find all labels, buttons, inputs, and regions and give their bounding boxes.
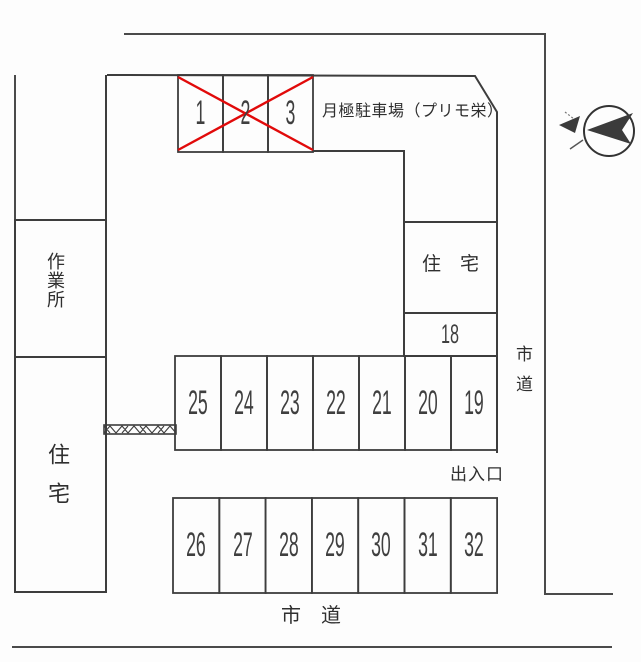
parking-space-cell — [449, 497, 498, 594]
parking-space-19: 19 — [464, 383, 484, 422]
parking-cells — [172, 74, 498, 594]
parking-space-cell — [267, 74, 314, 153]
parking-space-31: 31 — [417, 526, 438, 564]
parking-space-26: 26 — [186, 526, 206, 564]
parking-space-3: 3 — [285, 94, 296, 132]
parking-space-cell — [450, 355, 498, 451]
parking-space-22: 22 — [326, 383, 346, 422]
lot-title: 月極駐車場（プリモ栄） — [322, 103, 504, 120]
north-arrow-icon — [559, 105, 635, 157]
parking-space-21: 21 — [372, 383, 392, 422]
parking-space-18: 18 — [441, 319, 460, 349]
road-right-edge — [124, 33, 613, 595]
road-right-label: 市道 — [513, 345, 532, 405]
parking-space-25: 25 — [188, 383, 208, 422]
parking-space-1: 1 — [195, 94, 206, 132]
entrance-label: 出入口 — [450, 465, 504, 484]
workshop-label: 作業所 — [45, 252, 65, 309]
parking-space-23: 23 — [280, 383, 300, 422]
fence-hatch — [103, 424, 177, 435]
parking-space-28: 28 — [278, 526, 299, 564]
parking-space-32: 32 — [464, 526, 484, 564]
parking-space-27: 27 — [232, 526, 253, 564]
residence-left-building — [14, 356, 107, 593]
road-bottom-label: 市 道 — [281, 605, 341, 627]
parking-space-2: 2 — [240, 94, 251, 132]
parking-space-20: 20 — [418, 383, 438, 422]
residence-left-label: 住宅 — [45, 443, 70, 521]
boundary-inner-step — [313, 150, 405, 356]
parking-space-30: 30 — [371, 526, 392, 564]
residence-right-label: 住 宅 — [421, 254, 479, 275]
crossed-out-mark — [177, 75, 314, 152]
parking-space-24: 24 — [234, 383, 254, 422]
parking-space-29: 29 — [325, 526, 345, 564]
